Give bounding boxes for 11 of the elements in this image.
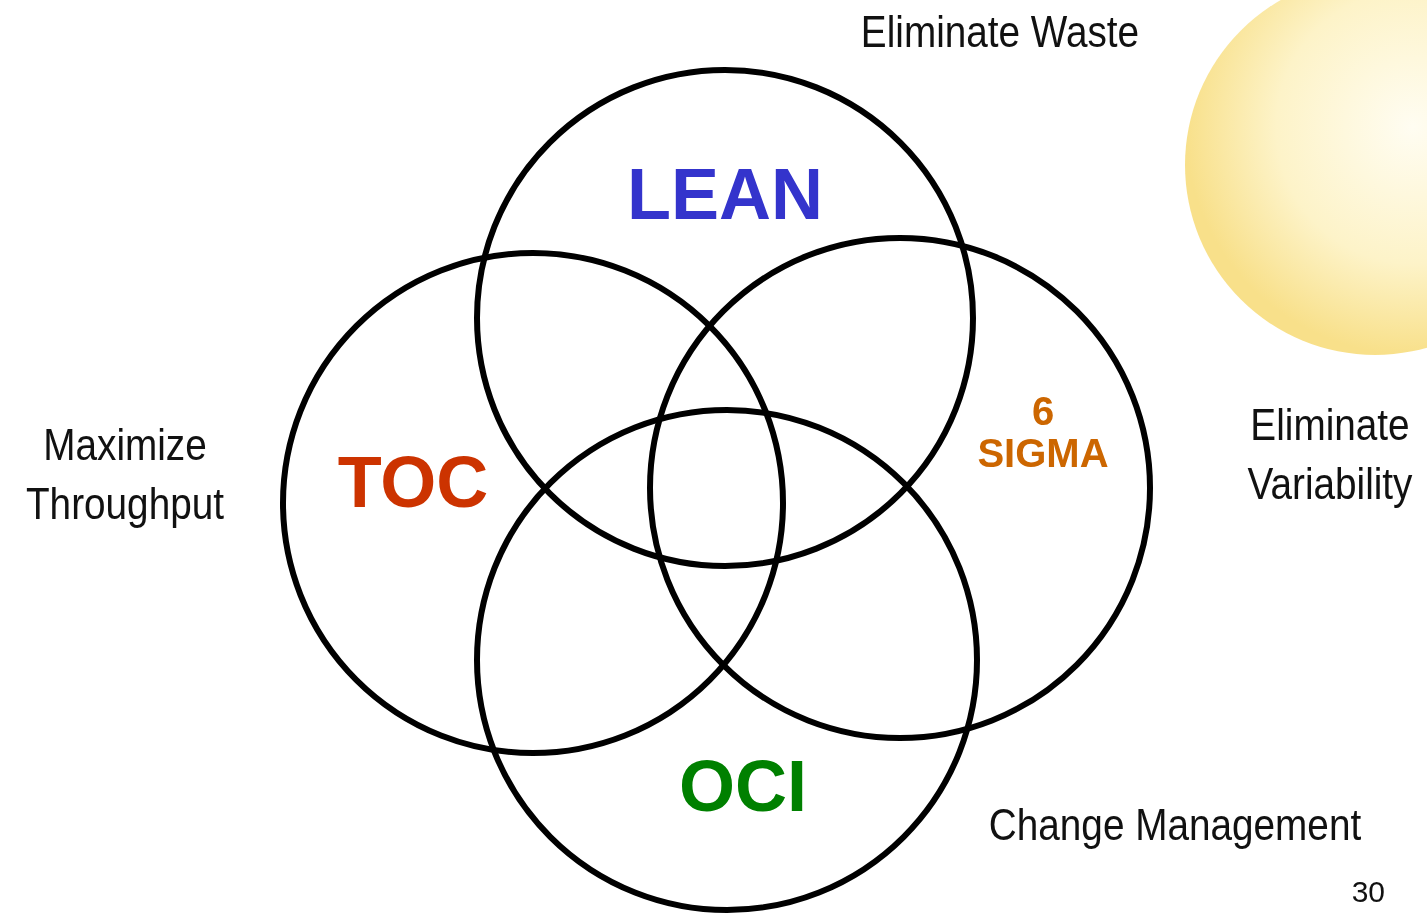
set-label: TOC <box>337 445 489 521</box>
caption-text: Eliminate Waste <box>859 6 1141 58</box>
set-label: LEAN <box>627 157 823 233</box>
caption-text: Change Management <box>987 799 1363 851</box>
venn-circle <box>647 235 1153 741</box>
set-label: 6 SIGMA <box>976 390 1110 474</box>
caption-text: Eliminate Variability <box>1246 399 1414 511</box>
venn-circle <box>280 250 786 756</box>
page-number: 30 <box>1351 875 1385 909</box>
set-label: OCI <box>679 749 807 825</box>
caption-text: Maximize Throughput <box>24 419 226 531</box>
